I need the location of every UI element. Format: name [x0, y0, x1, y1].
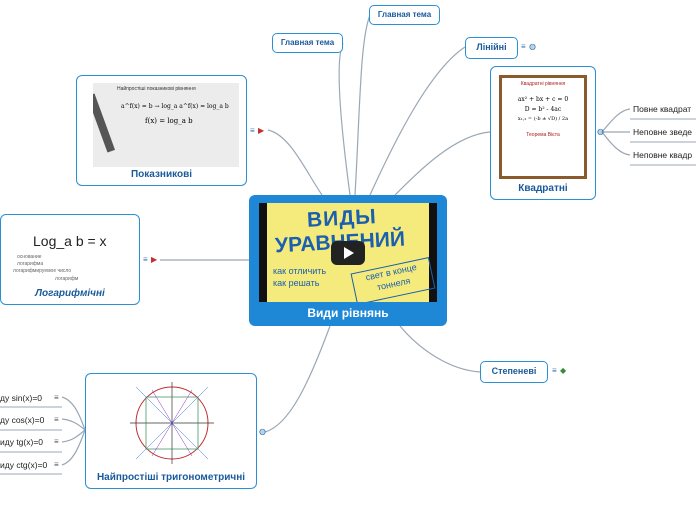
- kvadratni-leaf-3[interactable]: Неповне квадр: [633, 150, 693, 160]
- pokaz-img-eq1: a^f(x) = b → log_a a^f(x) = log_a b: [121, 103, 229, 110]
- kvadratni-img-root: x₁,₂ = (-b ± √D) / 2a: [517, 116, 569, 122]
- kvadratni-img-vieta: Теорема Вієта: [526, 132, 560, 138]
- video-stamp: свет в конце тоннеля: [350, 257, 436, 302]
- topic-logaryfmichni[interactable]: Log_a b = x основание логарифма логарифм…: [0, 214, 140, 305]
- pencil-drawing: [93, 93, 116, 153]
- notes-icon[interactable]: ≡: [54, 437, 59, 446]
- kvadratni-image: Квадратні рівняння ax² + bx + c = 0 D = …: [499, 75, 587, 179]
- pokaznykovi-label: Показникові: [130, 169, 193, 180]
- link-trig-leaf1: [61, 396, 86, 431]
- trig-circle-image: [122, 378, 222, 468]
- link-trig-leaf4: [61, 429, 86, 466]
- log-img-note4: логарифм: [55, 276, 79, 282]
- youtube-icon[interactable]: ▶: [258, 126, 265, 135]
- video-thumbnail[interactable]: ВИДЫ УРАВНЕНИЙ как отличить как решать с…: [259, 203, 437, 302]
- notes-icon[interactable]: ≡: [54, 460, 59, 469]
- pokaznykovi-image: Найпростіші показникові рівняння a^f(x) …: [93, 83, 239, 167]
- kvadratni-leaf-2[interactable]: Неповне зведе: [633, 127, 693, 137]
- video-sub1: как отличить: [273, 266, 327, 276]
- log-img-note2: логарифма: [17, 261, 44, 267]
- kvadratni-label: Квадратні: [518, 183, 568, 194]
- link-tryhonometrychni: [264, 325, 331, 433]
- pokaz-img-head: Найпростіші показникові рівняння: [117, 86, 196, 92]
- topic-glavnaya-1[interactable]: Главная тема: [272, 33, 343, 53]
- video-sub2: как решать: [273, 278, 320, 288]
- log-img-formula: Log_a b = x: [33, 233, 107, 249]
- trig-leaf-sin[interactable]: ду sin(x)=0: [0, 393, 43, 403]
- topic-pokaznykovi[interactable]: Найпростіші показникові рівняння a^f(x) …: [76, 75, 247, 186]
- play-button[interactable]: [331, 241, 365, 265]
- topic-kvadratni[interactable]: Квадратні рівняння ax² + bx + c = 0 D = …: [490, 66, 596, 200]
- notes-icon[interactable]: ≡: [521, 42, 526, 51]
- topic-liniyni[interactable]: Лінійні: [465, 37, 518, 59]
- link-trig-leaf2: [61, 418, 86, 431]
- globe-icon[interactable]: ◍: [597, 127, 604, 136]
- play-icon: [344, 247, 354, 259]
- link-liniyni: [369, 46, 466, 196]
- log-img-note1: основание: [17, 254, 42, 260]
- link-trig-leaf3: [61, 429, 86, 443]
- youtube-icon[interactable]: ▶: [151, 255, 158, 264]
- topic-glavnaya-2[interactable]: Главная тема: [369, 5, 440, 25]
- notes-icon[interactable]: ≡: [54, 393, 59, 402]
- trig-leaf-cos[interactable]: ду cos(x)=0: [0, 415, 45, 425]
- trig-leaf-tg[interactable]: иду tg(x)=0: [0, 437, 44, 447]
- topic-tryhonometrychni[interactable]: Найпростіші тригонометричні: [85, 373, 257, 489]
- central-node[interactable]: ВИДЫ УРАВНЕНИЙ как отличить как решать с…: [249, 195, 447, 326]
- kvadratni-img-title: Квадратні рівняння: [520, 81, 566, 87]
- link-glavnaya2: [354, 14, 371, 196]
- topic-stepenevi[interactable]: Степеневі: [480, 361, 548, 383]
- globe-icon[interactable]: ◍: [259, 427, 266, 436]
- notes-icon[interactable]: ≡: [552, 366, 557, 375]
- logaryfmichni-image: Log_a b = x основание логарифма логарифм…: [9, 219, 133, 285]
- kvadratni-img-eq: ax² + bx + c = 0: [517, 96, 569, 103]
- central-label: Види рівнянь: [307, 306, 389, 320]
- notes-icon[interactable]: ≡: [250, 126, 255, 135]
- link-glavnaya1: [338, 42, 351, 196]
- link-kv-leaf1: [601, 108, 631, 133]
- log-img-note3: логарифмируемое число: [13, 268, 72, 274]
- globe-icon[interactable]: ◍: [529, 42, 536, 51]
- link-kv-leaf3: [601, 131, 631, 156]
- unit-circle-drawing: [130, 382, 214, 464]
- trig-leaf-ctg[interactable]: иду ctg(x)=0: [0, 460, 48, 470]
- attachment-icon[interactable]: ◆: [560, 366, 567, 375]
- notes-icon[interactable]: ≡: [54, 415, 59, 424]
- logaryfmichni-label: Логарифмічні: [35, 288, 105, 299]
- link-kvadratni: [394, 131, 491, 196]
- kvadratni-leaf-1[interactable]: Повне квадрат: [633, 104, 692, 114]
- tryhonometrychni-label: Найпростіші тригонометричні: [96, 472, 246, 483]
- pokaz-img-eq2: f(x) = log_a b: [145, 117, 193, 125]
- link-pokaznykovi: [267, 129, 323, 196]
- link-stepenevi: [399, 325, 481, 373]
- notes-icon[interactable]: ≡: [143, 255, 148, 264]
- kvadratni-img-disc: D = b² - 4ac: [524, 106, 562, 113]
